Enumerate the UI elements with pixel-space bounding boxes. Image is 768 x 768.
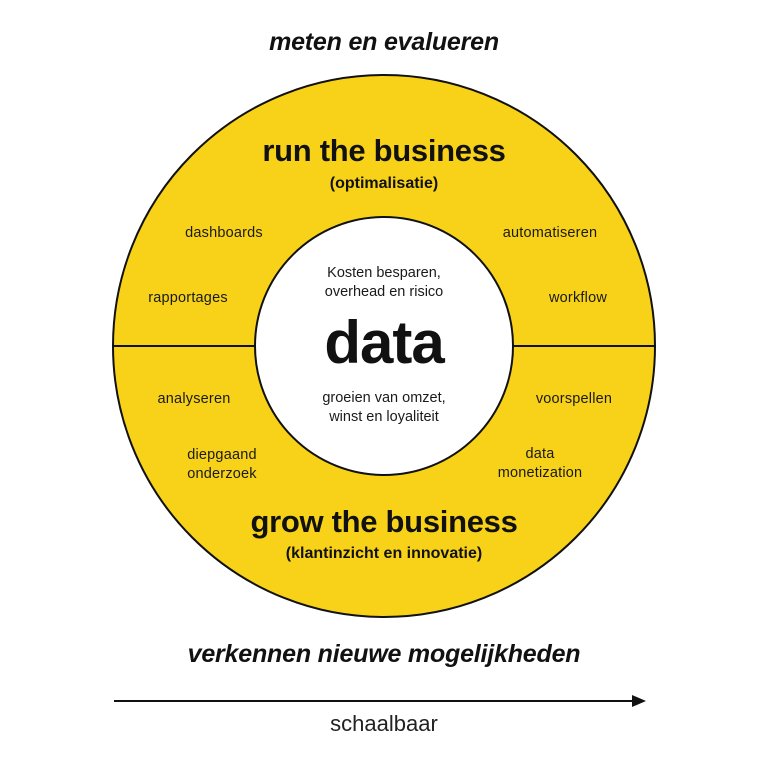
run-business-subtitle: (optimalisatie) [329, 175, 439, 192]
grow-business-title: grow the business [250, 504, 518, 539]
center-bottom-text: groeien van omzet, winst en loyaliteit [322, 390, 446, 425]
bottom-caption: verkennen nieuwe mogelijkheden [187, 640, 581, 668]
item-analyseren: analyseren [157, 391, 231, 407]
top-caption: meten en evalueren [269, 28, 499, 56]
item-dashboards: dashboards [185, 225, 263, 241]
item-automatiseren: automatiseren [502, 225, 598, 241]
item-diepgaand-onderzoek: diepgaand onderzoek [187, 447, 257, 482]
run-business-title: run the business [262, 133, 506, 168]
center-top-text: Kosten besparen, overhead en risico [324, 265, 444, 300]
grow-business-subtitle: (klantinzicht en innovatie) [285, 545, 483, 562]
item-workflow: workflow [549, 290, 607, 306]
item-rapportages: rapportages [148, 290, 228, 306]
inner-circle [254, 216, 514, 476]
scale-label: schaalbaar [330, 711, 438, 736]
item-voorspellen: voorspellen [535, 391, 613, 407]
center-data-word: data [324, 309, 444, 376]
item-data-monetization: data monetization [497, 446, 583, 481]
scale-arrow-head [632, 695, 646, 707]
